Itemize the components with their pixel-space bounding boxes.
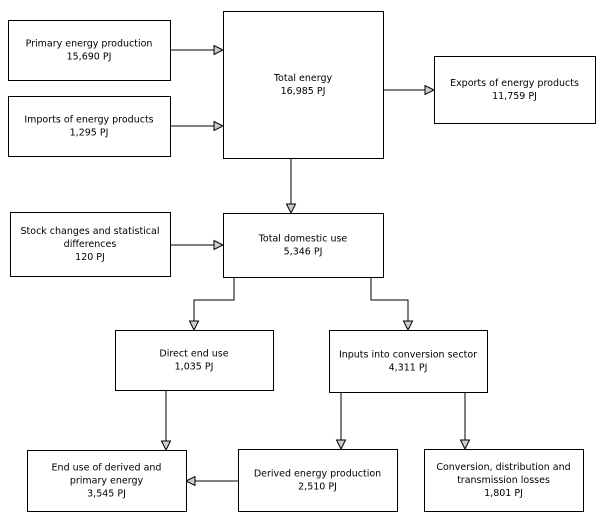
direct-end-use-box-line-1: 1,035 PJ: [175, 361, 214, 372]
total-domestic-use-box-line-1: 5,346 PJ: [284, 246, 323, 257]
end-use-of-derived-and-primary-energy-box[interactable]: End use of derived and primary energy 3,54…: [27, 450, 187, 512]
arrow-derived-energy-to-end-use-derived: [184, 475, 238, 487]
stock-changes-box-line-0: Stock changes and statistical: [21, 226, 160, 237]
conversion-distribution-transmission-losses-box-line-2: 1,801 PJ: [484, 488, 523, 499]
exports-of-energy-products-box[interactable]: Exports of energy products 11,759 PJ: [434, 56, 596, 124]
arrow-total-domestic-use-to-direct-end-use-head: [188, 320, 200, 332]
arrow-stock-changes-to-total-domestic-use-head: [213, 239, 225, 251]
exports-of-energy-products-box-line-0: Exports of energy products: [450, 78, 579, 89]
arrow-total-domestic-use-to-direct-end-use: [188, 277, 235, 332]
arrow-stock-changes-to-total-domestic-use: [170, 239, 225, 251]
stock-changes-box-text: Stock changes and statistical differences…: [21, 226, 160, 263]
total-domestic-use-box-text: Total domestic use 5,346 PJ: [258, 233, 348, 257]
arrow-total-domestic-use-to-inputs-conversion-head: [402, 320, 414, 332]
conversion-distribution-transmission-losses-box-text: Conversion, distribution and transmission…: [436, 462, 570, 499]
arrow-total-energy-to-exports: [383, 84, 436, 96]
inputs-into-conversion-sector-box-line-0: Inputs into conversion sector: [339, 349, 477, 360]
connector-layer: [160, 44, 471, 487]
end-use-of-derived-and-primary-energy-box-line-0: End use of derived and: [52, 462, 162, 473]
inputs-into-conversion-sector-box[interactable]: Inputs into conversion sector 4,311 PJ: [329, 330, 488, 393]
arrow-total-energy-to-exports-head: [424, 84, 436, 96]
end-use-of-derived-and-primary-energy-box-frame: [27, 450, 187, 512]
imports-of-energy-products-box-text: Imports of energy products 1,295 PJ: [24, 114, 153, 138]
derived-energy-production-box-text: Derived energy production 2,510 PJ: [254, 468, 381, 492]
total-energy-box-frame: [223, 11, 384, 159]
direct-end-use-box-text: Direct end use 1,035 PJ: [159, 348, 228, 372]
exports-of-energy-products-box-frame: [434, 56, 596, 124]
total-energy-box-line-0: Total energy: [273, 73, 333, 84]
arrow-direct-end-use-to-end-use-derived-head: [160, 440, 172, 452]
arrow-direct-end-use-to-end-use-derived: [160, 390, 172, 452]
arrow-inputs-conversion-to-derived-energy: [335, 392, 347, 451]
arrow-total-domestic-use-to-direct-end-use-line: [193, 277, 235, 330]
direct-end-use-box-frame: [115, 330, 274, 391]
stock-changes-box[interactable]: Stock changes and statistical differences…: [10, 212, 171, 277]
inputs-into-conversion-sector-box-frame: [329, 330, 488, 393]
derived-energy-production-box-line-0: Derived energy production: [254, 468, 381, 479]
arrow-imports-to-total-energy-head: [213, 120, 225, 132]
direct-end-use-box[interactable]: Direct end use 1,035 PJ: [115, 330, 274, 391]
arrow-total-energy-to-total-domestic-use-head: [285, 203, 297, 215]
total-energy-box[interactable]: Total energy 16,985 PJ: [223, 11, 384, 159]
primary-energy-production-box-line-0: Primary energy production: [26, 38, 153, 49]
imports-of-energy-products-box-frame: [8, 96, 171, 157]
stock-changes-box-line-1: differences: [64, 239, 117, 250]
exports-of-energy-products-box-text: Exports of energy products 11,759 PJ: [450, 78, 579, 102]
end-use-of-derived-and-primary-energy-box-line-2: 3,545 PJ: [87, 488, 126, 499]
primary-energy-production-box-text: Primary energy production 15,690 PJ: [26, 38, 153, 62]
primary-energy-production-box[interactable]: Primary energy production 15,690 PJ: [8, 20, 171, 81]
arrow-total-domestic-use-to-inputs-conversion: [370, 277, 414, 332]
exports-of-energy-products-box-line-1: 11,759 PJ: [492, 91, 537, 102]
derived-energy-production-box-frame: [238, 449, 398, 512]
total-domestic-use-box-line-0: Total domestic use: [258, 233, 348, 244]
total-energy-box-text: Total energy 16,985 PJ: [273, 73, 333, 97]
arrow-primary-energy-to-total-energy-head: [213, 44, 225, 56]
end-use-of-derived-and-primary-energy-box-text: End use of derived and primary energy 3,54…: [52, 462, 162, 499]
inputs-into-conversion-sector-box-text: Inputs into conversion sector 4,311 PJ: [339, 349, 477, 373]
derived-energy-production-box-line-1: 2,510 PJ: [298, 481, 337, 492]
arrow-derived-energy-to-end-use-derived-head: [184, 475, 196, 487]
arrow-total-domestic-use-to-inputs-conversion-line: [370, 277, 409, 330]
arrow-inputs-conversion-to-conversion-losses-head: [459, 439, 471, 451]
conversion-distribution-transmission-losses-box-line-0: Conversion, distribution and: [436, 462, 570, 473]
arrow-imports-to-total-energy: [170, 120, 225, 132]
total-domestic-use-box-frame: [223, 213, 384, 278]
arrow-inputs-conversion-to-derived-energy-head: [335, 439, 347, 451]
total-energy-box-line-1: 16,985 PJ: [281, 86, 326, 97]
total-domestic-use-box[interactable]: Total domestic use 5,346 PJ: [223, 213, 384, 278]
stock-changes-box-line-2: 120 PJ: [75, 252, 105, 263]
direct-end-use-box-line-0: Direct end use: [159, 348, 228, 359]
derived-energy-production-box[interactable]: Derived energy production 2,510 PJ: [238, 449, 398, 512]
node-layer: Primary energy production 15,690 PJ Import…: [8, 11, 596, 512]
arrow-primary-energy-to-total-energy: [170, 44, 225, 56]
conversion-distribution-transmission-losses-box-line-1: transmission losses: [457, 475, 550, 486]
conversion-distribution-transmission-losses-box[interactable]: Conversion, distribution and transmission…: [424, 449, 584, 512]
stock-changes-box-frame: [10, 212, 171, 277]
arrow-total-energy-to-total-domestic-use: [285, 158, 297, 215]
inputs-into-conversion-sector-box-line-1: 4,311 PJ: [389, 362, 428, 373]
primary-energy-production-box-frame: [8, 20, 171, 81]
imports-of-energy-products-box-line-0: Imports of energy products: [24, 114, 153, 125]
imports-of-energy-products-box-line-1: 1,295 PJ: [70, 127, 109, 138]
primary-energy-production-box-line-1: 15,690 PJ: [67, 51, 112, 62]
conversion-distribution-transmission-losses-box-frame: [424, 449, 584, 512]
end-use-of-derived-and-primary-energy-box-line-1: primary energy: [70, 475, 144, 486]
imports-of-energy-products-box[interactable]: Imports of energy products 1,295 PJ: [8, 96, 171, 157]
arrow-inputs-conversion-to-conversion-losses: [459, 392, 471, 451]
